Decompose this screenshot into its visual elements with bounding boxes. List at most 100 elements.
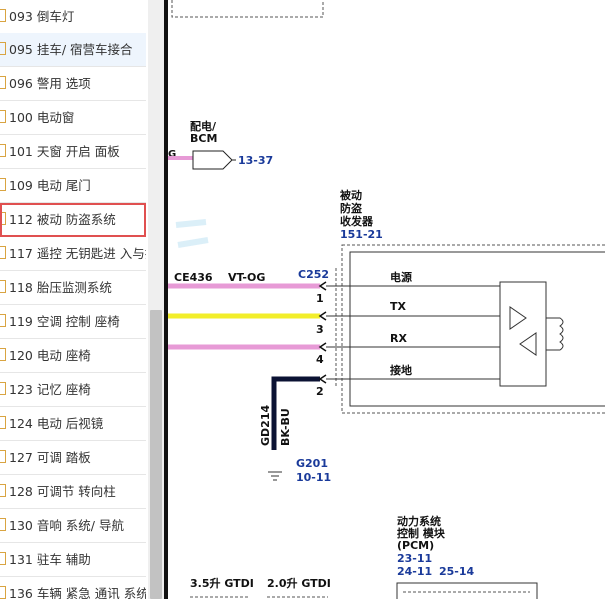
wiring-diagram-canvas: 配电/ BCM G 13-37 被动 防盗 收发器 151-21 C252 CE… <box>168 0 605 603</box>
document-icon <box>0 246 6 259</box>
sidebar-item-label: 131 驻车 辅助 <box>9 552 91 567</box>
sidebar-item-112[interactable]: 112 被动 防盗系统 <box>0 203 146 237</box>
pcm-module-box <box>396 582 538 603</box>
sidebar-item-120[interactable]: 120 电动 座椅 <box>0 339 146 373</box>
sidebar-item-136[interactable]: 136 车辆 紧急 通讯 系统 <box>0 577 146 599</box>
engine-label-35: 3.5升 GTDI <box>190 576 254 590</box>
sidebar-item-124[interactable]: 124 电动 后视镜 <box>0 407 146 441</box>
sidebar-item-127[interactable]: 127 可调 踏板 <box>0 441 146 475</box>
pats-inner-box <box>349 251 605 407</box>
pin-1: 1 <box>316 292 324 305</box>
document-icon <box>0 9 6 22</box>
sidebar-item-131[interactable]: 131 驻车 辅助 <box>0 543 146 577</box>
sidebar-item-label: 117 遥控 无钥匙进 入与打 <box>9 246 146 261</box>
document-icon <box>0 144 6 157</box>
transceiver-ic <box>499 281 547 387</box>
engine-label-20: 2.0升 GTDI <box>267 576 331 590</box>
document-icon <box>0 382 6 395</box>
wiring-diagram[interactable]: 配电/ BCM G 13-37 被动 防盗 收发器 151-21 C252 CE… <box>168 0 605 603</box>
sidebar-item-095[interactable]: 095 挂车/ 宿营车接合 <box>0 33 146 67</box>
pin-3: 3 <box>316 323 324 336</box>
upper-module-box <box>171 0 324 18</box>
sidebar-item-label: 093 倒车灯 <box>9 9 75 24</box>
document-icon <box>0 212 6 225</box>
sidebar-item-label: 109 电动 尾门 <box>9 178 91 193</box>
sidebar-item-label: 118 胎压监测系统 <box>9 280 112 295</box>
pin-arrow <box>318 281 327 291</box>
sidebar-item-118[interactable]: 118 胎压监测系统 <box>0 271 146 305</box>
document-icon <box>0 348 6 361</box>
sidebar-item-label: 123 记忆 座椅 <box>9 382 91 397</box>
sidebar-item-130[interactable]: 130 音响 系统/ 导航 <box>0 509 146 543</box>
pats-label-line3: 收发器 <box>340 214 374 228</box>
sidebar-item-117[interactable]: 117 遥控 无钥匙进 入与打 <box>0 237 146 271</box>
document-icon <box>0 110 6 123</box>
document-icon <box>0 416 6 429</box>
sidebar-item-label: 112 被动 防盗系统 <box>9 212 116 227</box>
antenna-coil-icon <box>546 317 564 351</box>
signal-ground: 接地 <box>390 363 412 377</box>
document-icon <box>0 178 6 191</box>
sidebar-item-label: 128 可调节 转向柱 <box>9 484 116 499</box>
pcm-label-line2: 控制 模块 <box>397 526 446 540</box>
wire-color-bkbu: BK-BU <box>279 408 292 446</box>
wire-pin2-black-blue <box>271 376 320 450</box>
pcm-label-line3: (PCM) <box>397 539 434 552</box>
pcm-label-line1: 动力系统 <box>397 514 441 528</box>
sidebar-item-123[interactable]: 123 记忆 座椅 <box>0 373 146 407</box>
signal-tx: TX <box>390 300 407 313</box>
connector-c252[interactable]: C252 <box>298 268 329 281</box>
document-icon <box>0 42 6 55</box>
sidebar-item-label: 136 车辆 紧急 通讯 系统 <box>9 586 146 599</box>
pats-ref[interactable]: 151-21 <box>340 228 383 241</box>
pcm-ref-25-14[interactable]: 25-14 <box>439 565 475 578</box>
pin-4: 4 <box>316 353 324 366</box>
signal-rx: RX <box>390 332 407 345</box>
ref-13-37[interactable]: 13-37 <box>238 154 273 167</box>
sidebar-item-109[interactable]: 109 电动 尾门 <box>0 169 146 203</box>
document-icon <box>0 552 6 565</box>
sidebar-item-128[interactable]: 128 可调节 转向柱 <box>0 475 146 509</box>
document-icon <box>0 314 6 327</box>
pcm-ref-24-11[interactable]: 24-11 <box>397 565 432 578</box>
sidebar-item-119[interactable]: 119 空调 控制 座椅 <box>0 305 146 339</box>
sidebar-item-093[interactable]: 093 倒车灯 <box>0 0 146 34</box>
sidebar-item-label: 120 电动 座椅 <box>9 348 91 363</box>
pin-arrow <box>318 342 327 352</box>
document-icon <box>0 586 6 599</box>
pin-arrow <box>318 311 327 321</box>
sidebar-item-096[interactable]: 096 警用 选项 <box>0 67 146 101</box>
sidebar-item-label: 095 挂车/ 宿营车接合 <box>9 42 133 57</box>
sidebar-item-label: 124 电动 后视镜 <box>9 416 104 431</box>
sidebar-item-100[interactable]: 100 电动窗 <box>0 101 146 135</box>
panel-divider <box>164 0 168 599</box>
sidebar-item-label: 100 电动窗 <box>9 110 75 125</box>
document-icon <box>0 518 6 531</box>
wire-color-vtog: VT-OG <box>228 271 265 284</box>
pats-transceiver-box <box>341 244 605 414</box>
document-icon <box>0 76 6 89</box>
ground-g201[interactable]: G201 <box>296 457 328 470</box>
sidebar-item-label: 119 空调 控制 座椅 <box>9 314 120 329</box>
sidebar-item-label: 127 可调 踏板 <box>9 450 91 465</box>
circuit-gd214: GD214 <box>259 405 272 446</box>
sidebar-item-label: 101 天窗 开启 面板 <box>9 144 120 159</box>
document-icon <box>0 484 6 497</box>
pats-label-line2: 防盗 <box>340 201 362 215</box>
signal-power: 电源 <box>390 270 412 284</box>
pcm-ref-23-11[interactable]: 23-11 <box>397 552 432 565</box>
document-icon <box>0 280 6 293</box>
watermark <box>175 219 209 248</box>
pin-arrow <box>318 374 327 384</box>
sidebar-item-101[interactable]: 101 天窗 开启 面板 <box>0 135 146 169</box>
circuit-ce436: CE436 <box>174 271 213 284</box>
receive-amplifier-icon <box>519 332 537 356</box>
bcm-label-line1: 配电/ <box>190 119 217 133</box>
pats-label-line1: 被动 <box>340 188 362 202</box>
ground-ref-10-11[interactable]: 10-11 <box>296 471 331 484</box>
sidebar: 093 倒车灯 095 挂车/ 宿营车接合 096 警用 选项 100 电动窗 … <box>0 0 148 599</box>
transmit-amplifier-icon <box>509 306 527 330</box>
sidebar-scrollbar-thumb[interactable] <box>150 310 162 599</box>
wire-color-label: G <box>168 149 176 160</box>
sidebar-item-label: 130 音响 系统/ 导航 <box>9 518 124 533</box>
